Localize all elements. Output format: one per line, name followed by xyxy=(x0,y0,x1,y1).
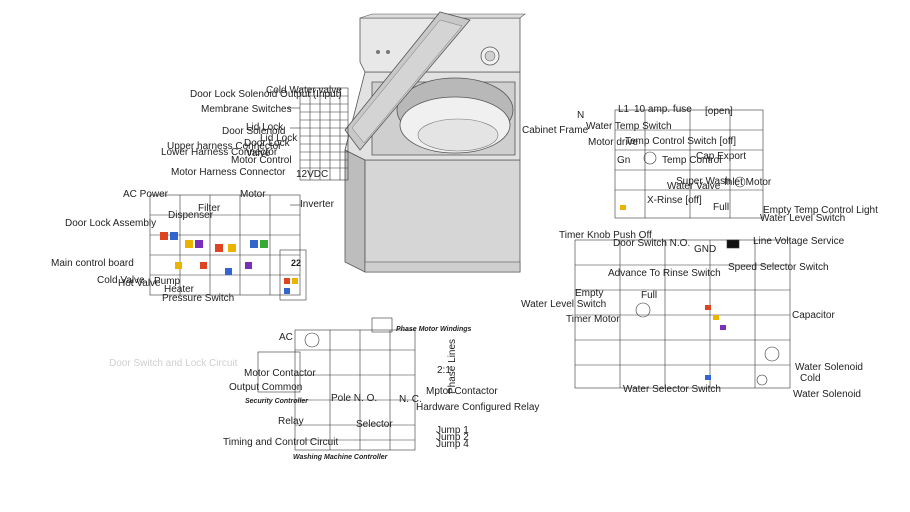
label-lid-lock-2: Lid Lock xyxy=(260,133,298,144)
label-door-lock-assembly: Door Lock Assembly xyxy=(65,218,157,229)
water-solenoid-icon xyxy=(764,346,780,362)
label-cold: Cold xyxy=(800,373,821,384)
label-water-level-switch-br: Water Level Switch xyxy=(521,299,607,310)
label-lid-lock: Lid Lock xyxy=(246,122,284,133)
label-door-lock-solenoid: Door Lock Solenoid Output (Input) xyxy=(190,89,342,100)
label-water-solenoid: Water Solenoid xyxy=(793,389,861,400)
label-lower-harness: Lower Harness Connector xyxy=(161,147,278,158)
cabinet-frame-label: Cabinet Frame xyxy=(522,125,589,136)
label-door-lock: Door Lock xyxy=(244,138,290,149)
label-x-rinse: X-Rinse [off] xyxy=(647,195,702,206)
label-cold-valve: Cold Valve xyxy=(97,275,145,286)
label-speed-selector: Speed Selector Switch xyxy=(728,262,829,273)
label-door-switch-lock: Door Switch and Lock Circuit xyxy=(109,358,238,369)
label-jump2: Jump 2 xyxy=(436,432,469,443)
label-jump4: Jump 4 xyxy=(436,439,469,450)
label-full-br: Full xyxy=(641,290,658,301)
label-door-switch-no: Door Switch N.O. xyxy=(613,238,691,249)
label-temp-control: Temp Control xyxy=(662,155,722,166)
gnd-block xyxy=(726,239,740,249)
label-10-amp: 10 amp. fuse xyxy=(634,104,692,115)
label-mptor-contactor: Mptor Contactor xyxy=(426,386,498,397)
label-hardware-relay: Hardware Configured Relay xyxy=(416,402,540,413)
label-phase-motor: Phase Motor Windings xyxy=(396,326,472,333)
label-cold-water-valve: Cold Water valve xyxy=(266,85,342,96)
label-selector: Selector xyxy=(356,419,393,430)
label-motor-harness: Motor Harness Connector xyxy=(171,167,286,178)
label-l1: L1 xyxy=(618,104,630,115)
label-motor: Motor xyxy=(240,189,266,200)
label-valve: Valve xyxy=(246,148,271,159)
label-timer-knob: Timer Knob Push Off xyxy=(559,230,652,241)
label-two-to-one: 2:1 xyxy=(437,365,451,376)
label-inlet-motor: Inlet Motor xyxy=(724,177,772,188)
left-mid-board xyxy=(149,194,301,296)
label-cap-export: Cap Export xyxy=(696,151,747,162)
label-ac: AC xyxy=(279,332,293,343)
controller-box xyxy=(294,329,416,451)
label-door-solenoid: Door Solenoid xyxy=(222,126,286,137)
label-ac-power: AC Power xyxy=(123,189,169,200)
top-left-harness-box xyxy=(299,87,349,181)
label-security-controller: Security Controller xyxy=(245,398,309,405)
security-controller-box xyxy=(257,351,301,393)
label-pump: Pump xyxy=(154,276,181,287)
label-nc: N. C. xyxy=(399,394,422,405)
label-output-common: Output Common xyxy=(229,382,303,393)
label-main-control-board: Main control board xyxy=(51,258,134,269)
label-pole-no: Pole N. O. xyxy=(331,393,378,404)
label-water-selector: Water Selector Switch xyxy=(623,384,721,395)
label-open: [open] xyxy=(705,106,733,117)
label-gn: Gn xyxy=(617,155,631,166)
motor-drive-icon xyxy=(643,151,657,165)
label-filter: Filter xyxy=(198,203,221,214)
label-inverter: Inverter xyxy=(300,199,334,210)
label-timing-control: Timing and Control Circuit xyxy=(223,437,339,448)
component-blocks xyxy=(160,205,726,380)
label-full: Full xyxy=(713,202,730,213)
top-right-schematic xyxy=(614,109,764,219)
label-water-temp-switch: Water Temp Switch xyxy=(586,121,672,132)
label-water-solenoid-cold: Water Solenoid xyxy=(795,362,863,373)
label-washing-machine-controller: Washing Machine Controller xyxy=(293,454,388,461)
label-hot-valve: Hot Valve xyxy=(118,278,161,289)
label-timer-motor: Timer Motor xyxy=(566,314,620,325)
label-pressure-switch: Pressure Switch xyxy=(162,293,235,304)
label-heater: Heater xyxy=(164,284,195,295)
label-capacitor: Capacitor xyxy=(792,310,835,321)
cabinet-base xyxy=(364,261,521,273)
label-jump1: Jump 1 xyxy=(436,425,469,436)
label-n: N xyxy=(577,110,585,121)
label-gnd: GND xyxy=(694,244,717,255)
label-advance-to-rinse: Advance To Rinse Switch xyxy=(608,268,721,279)
label-line-voltage: Line Voltage Service xyxy=(753,236,845,247)
label-water-valve: Water Valve xyxy=(667,181,721,192)
label-dispenser: Dispenser xyxy=(168,210,214,221)
timer-motor-icon xyxy=(635,302,651,318)
label-empty-temp: Empty Temp Control Light xyxy=(763,205,878,216)
label-empty: Empty xyxy=(575,288,604,299)
label-membrane-switches: Membrane Switches xyxy=(201,104,292,115)
label-box-number: 22 xyxy=(291,258,302,268)
label-super-wash: Super Wash xyxy=(676,176,731,187)
ac-source-icon xyxy=(304,332,320,348)
label-12vdc: 12VDC xyxy=(296,169,329,180)
bottom-right-schematic xyxy=(574,239,791,389)
label-motor-control: Motor Control xyxy=(231,155,292,166)
label-temp-control-switch: Temp Control Switch [off] xyxy=(625,136,736,147)
label-upper-harness: Upper harness Connector xyxy=(167,141,282,152)
label-motor-drive: Motor drive xyxy=(588,137,639,148)
label-motor-contactor: Motor Contactor xyxy=(244,368,316,379)
label-water-level-switch-tr: Water Level Switch xyxy=(760,213,846,224)
numbered-box xyxy=(279,249,307,301)
label-relay: Relay xyxy=(278,416,304,427)
